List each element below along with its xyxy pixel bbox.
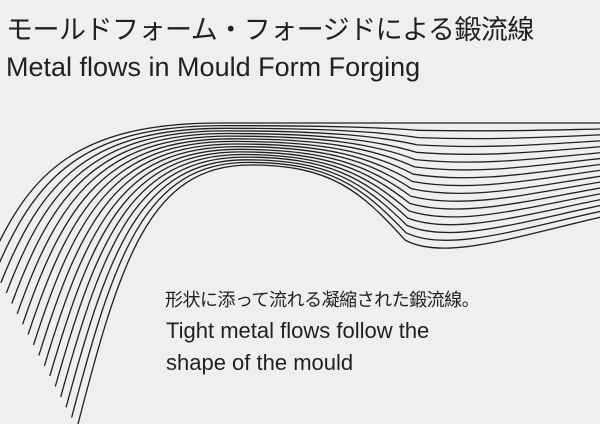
flow-line — [49, 151, 600, 377]
flow-line — [38, 145, 600, 356]
flow-line — [77, 164, 600, 424]
flow-line — [11, 132, 600, 304]
flow-line — [5, 130, 600, 294]
flow-line — [27, 140, 600, 335]
flow-line — [70, 161, 600, 418]
flow-line — [54, 153, 600, 387]
flow-line — [32, 143, 600, 346]
flow-line — [43, 148, 600, 366]
flow-line — [60, 156, 600, 398]
flow-line — [0, 122, 600, 243]
title-japanese: モールドフォーム・フォージドによる鍛流線 — [6, 15, 534, 46]
flow-line — [0, 124, 600, 264]
flow-line — [0, 127, 600, 284]
title-english: Metal flows in Mould Form Forging — [6, 52, 421, 82]
caption-japanese: 形状に添って流れる凝縮された鍛流線。 — [165, 290, 480, 311]
flow-line — [65, 159, 600, 408]
flow-line — [16, 135, 600, 315]
caption-english-line2: shape of the mould — [166, 350, 354, 375]
flow-line — [21, 138, 600, 325]
caption-english-line1: Tight metal flows follow the — [166, 318, 430, 343]
